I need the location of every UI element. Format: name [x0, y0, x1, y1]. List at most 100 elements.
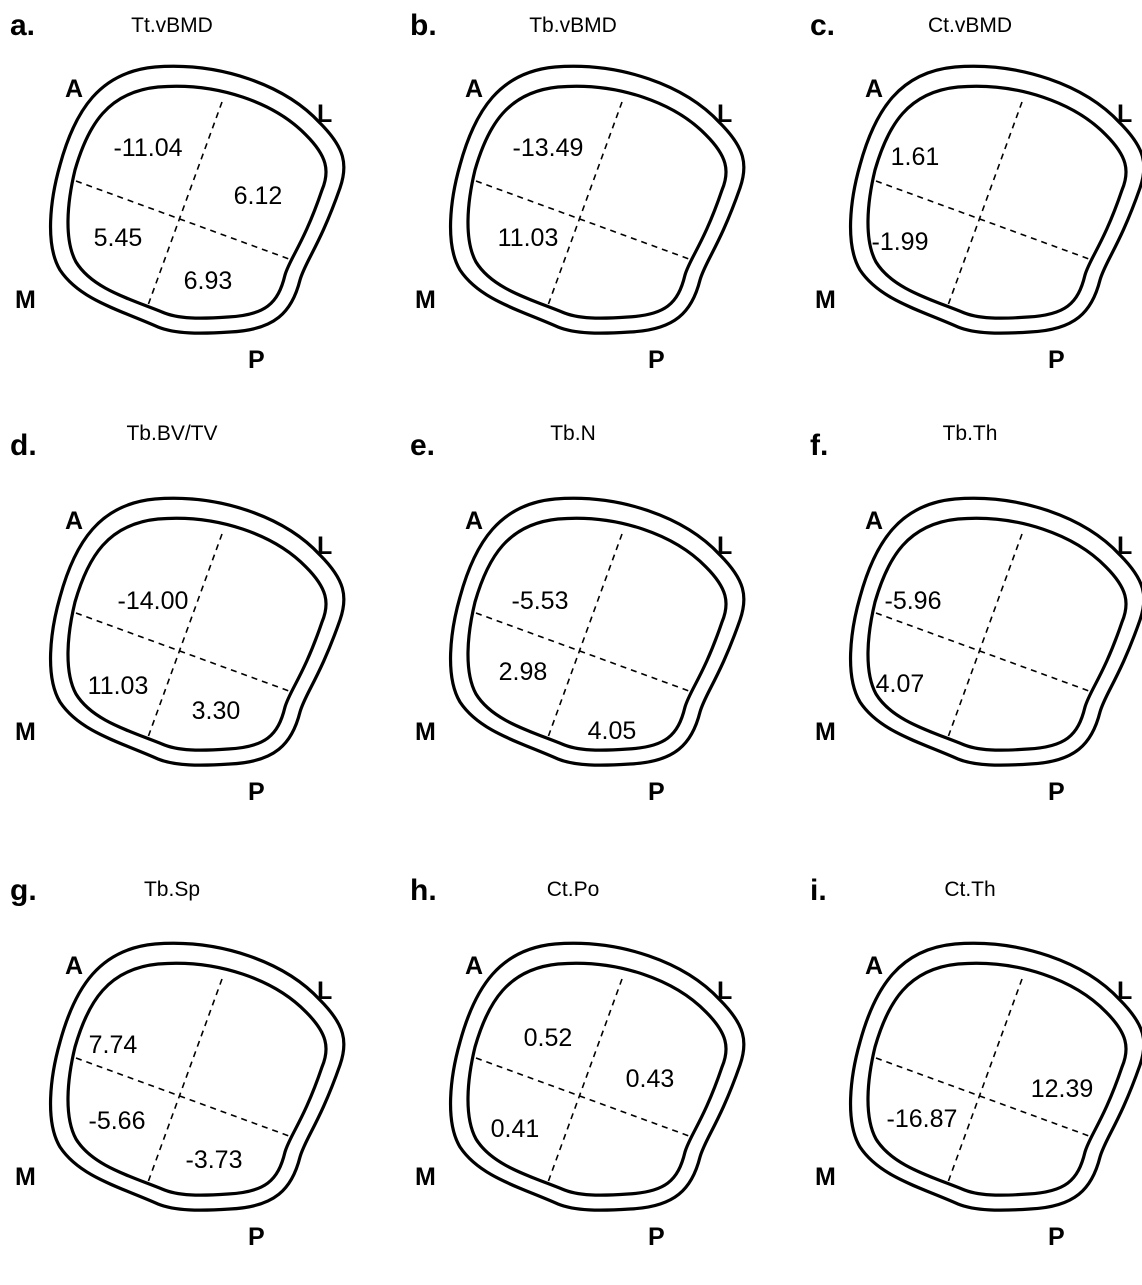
panel-letter: c.	[810, 9, 835, 42]
region-value-anterior-medial: 0.52	[524, 1024, 573, 1052]
quadrant-divider-ml	[875, 612, 1090, 692]
region-value-anterior-medial: 7.74	[89, 1031, 138, 1059]
orientation-label-anterior: A	[465, 75, 483, 103]
quadrant-divider-ml	[75, 612, 290, 692]
orientation-label-lateral: L	[1117, 100, 1132, 128]
orientation-label-medial: M	[15, 286, 36, 314]
region-value-posterior-lateral: -3.73	[186, 1146, 243, 1174]
orientation-label-posterior: P	[1048, 346, 1065, 374]
quadrant-divider-ap	[946, 533, 1023, 741]
cortical-outer-boundary	[448, 64, 746, 335]
cortical-outer-boundary	[448, 496, 746, 767]
orientation-label-anterior: A	[465, 507, 483, 535]
quadrant-divider-ml	[875, 1057, 1090, 1137]
cortical-outer-boundary	[48, 941, 346, 1212]
orientation-label-posterior: P	[248, 346, 265, 374]
panel-title: Ct.Th	[944, 878, 995, 901]
quadrant-divider-ap	[546, 978, 623, 1186]
orientation-label-medial: M	[415, 718, 436, 746]
region-value-anterior-medial: -5.96	[885, 587, 942, 615]
quadrant-divider-ml	[475, 180, 690, 260]
endosteal-inner-boundary	[466, 961, 728, 1197]
region-value-medial-posterior: 11.03	[498, 224, 559, 252]
orientation-label-lateral: L	[317, 977, 332, 1005]
orientation-label-posterior: P	[648, 1223, 665, 1251]
cortical-outer-boundary	[448, 941, 746, 1212]
endosteal-inner-boundary	[66, 84, 328, 320]
region-value-posterior-lateral: 3.30	[192, 697, 241, 725]
panel-letter: b.	[410, 9, 437, 42]
panel-letter: e.	[410, 429, 435, 462]
region-value-posterior-lateral: 6.93	[184, 267, 233, 295]
orientation-label-lateral: L	[717, 532, 732, 560]
orientation-label-anterior: A	[865, 952, 883, 980]
orientation-label-anterior: A	[865, 75, 883, 103]
region-value-posterior-lateral: 4.05	[588, 717, 637, 745]
region-value-anterior-medial: -13.49	[513, 134, 584, 162]
endosteal-inner-boundary	[866, 961, 1128, 1197]
cortical-outer-boundary	[48, 64, 346, 335]
region-value-anterior-medial: -5.53	[512, 587, 569, 615]
region-value-anterior-medial: 1.61	[891, 143, 940, 171]
orientation-label-medial: M	[415, 286, 436, 314]
region-value-lateral: 12.39	[1031, 1075, 1094, 1103]
cortical-outer-boundary	[848, 941, 1142, 1212]
region-value-medial-posterior: 2.98	[499, 658, 548, 686]
panel-letter: f.	[810, 429, 828, 462]
quadrant-divider-ml	[75, 1057, 290, 1137]
orientation-label-medial: M	[15, 718, 36, 746]
orientation-label-posterior: P	[1048, 778, 1065, 806]
region-value-medial-posterior: 0.41	[491, 1115, 540, 1143]
quadrant-divider-ap	[146, 533, 223, 741]
orientation-label-lateral: L	[317, 100, 332, 128]
orientation-label-posterior: P	[648, 778, 665, 806]
orientation-label-lateral: L	[317, 532, 332, 560]
endosteal-inner-boundary	[866, 516, 1128, 752]
panel-title: Tb.Th	[943, 422, 998, 445]
region-value-medial-posterior: 4.07	[876, 670, 925, 698]
orientation-label-medial: M	[415, 1163, 436, 1191]
orientation-label-anterior: A	[865, 507, 883, 535]
orientation-label-lateral: L	[1117, 532, 1132, 560]
endosteal-inner-boundary	[466, 84, 728, 320]
endosteal-inner-boundary	[466, 516, 728, 752]
cortical-outer-boundary	[848, 64, 1142, 335]
panel-letter: a.	[10, 9, 35, 42]
quadrant-divider-ap	[546, 101, 623, 309]
orientation-label-posterior: P	[648, 346, 665, 374]
quadrant-divider-ap	[146, 101, 223, 309]
orientation-label-anterior: A	[65, 952, 83, 980]
panel-title: Ct.Po	[547, 878, 600, 901]
orientation-label-anterior: A	[65, 75, 83, 103]
cortical-outer-boundary	[848, 496, 1142, 767]
endosteal-inner-boundary	[866, 84, 1128, 320]
orientation-label-anterior: A	[465, 952, 483, 980]
orientation-label-anterior: A	[65, 507, 83, 535]
orientation-label-lateral: L	[717, 100, 732, 128]
quadrant-divider-ap	[946, 978, 1023, 1186]
orientation-label-lateral: L	[1117, 977, 1132, 1005]
cortical-outer-boundary	[48, 496, 346, 767]
orientation-label-medial: M	[815, 1163, 836, 1191]
orientation-label-posterior: P	[1048, 1223, 1065, 1251]
quadrant-divider-ap	[946, 101, 1023, 309]
orientation-label-posterior: P	[248, 1223, 265, 1251]
region-value-lateral: 0.43	[626, 1065, 675, 1093]
region-value-anterior-medial: -11.04	[113, 134, 182, 162]
orientation-label-lateral: L	[717, 977, 732, 1005]
